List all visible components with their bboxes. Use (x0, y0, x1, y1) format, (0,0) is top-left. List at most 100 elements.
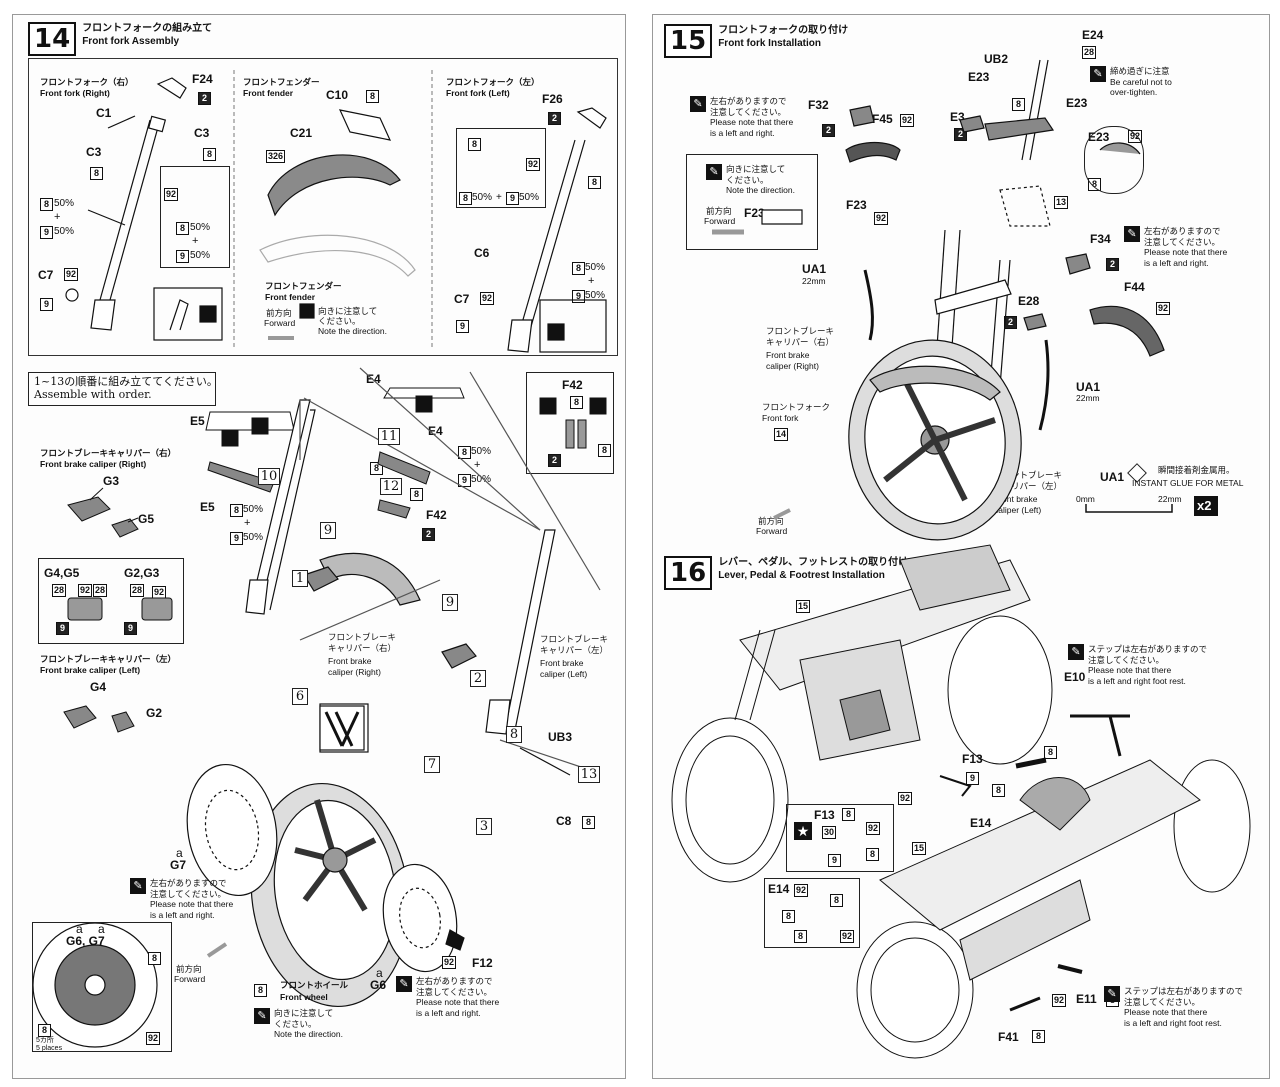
part-e23-a: E23 (968, 70, 990, 84)
part-g7: G7 (170, 858, 187, 872)
part-g5: G5 (138, 512, 155, 526)
forward-jp: 前方向 (176, 964, 202, 974)
brake-left-jp2: キャリパー（左） (994, 481, 1063, 491)
lr-note-en1: Please note that there (1144, 247, 1228, 257)
dir-en: Note the direction. (726, 185, 795, 195)
paint-28: 28 (1082, 46, 1097, 59)
brake-left-en1: Front brake (540, 658, 584, 668)
ref-15-b: 15 (912, 842, 927, 855)
part-f42: F42 (426, 508, 447, 522)
wheel-note-jp2: ください。 (274, 1018, 317, 1029)
caliper-paint-box (38, 558, 184, 644)
paint-8: 8 (598, 444, 611, 457)
part-f44: F44 (1124, 280, 1145, 294)
caliper-right-en: Front brake caliper (Right) (40, 459, 147, 469)
step-note-en2: is a left and right foot rest. (1124, 1017, 1222, 1028)
paint-8: 8 (459, 192, 472, 205)
step15-number: 15 (664, 24, 713, 58)
paint-8: 8 (1044, 746, 1057, 759)
paint-92: 92 (840, 930, 855, 943)
lr-note-en1: Please note that there (710, 117, 794, 127)
brake-right-jp1: フロントブレーキ (328, 632, 397, 642)
lr-note-2: ✎ 左右がありますので 注意してください。 Please note that t… (396, 976, 499, 1018)
order-12: 12 (380, 478, 402, 495)
order-9-b: 9 (442, 594, 458, 611)
order-9: 9 (320, 522, 336, 539)
part-c10: C10 (326, 88, 349, 102)
caliper-paint-drawing (67, 597, 173, 621)
paint-8: 8 (830, 894, 843, 907)
paint-2: 2 (422, 528, 435, 541)
paint-92: 92 (900, 114, 915, 127)
step14-title-en: Front fork Assembly (82, 36, 180, 47)
direction-note-en: Note the direction. (318, 326, 387, 336)
part-c1: C1 (96, 106, 112, 120)
e4-e5-drawing (205, 387, 465, 519)
fork-left-label-en: Front fork (Left) (446, 88, 510, 98)
fork-left-label-jp: フロントフォーク（左） (446, 77, 540, 87)
paint-8: 8 (588, 176, 601, 189)
paint-8: 8 (582, 816, 595, 829)
paint-8: 8 (230, 504, 243, 517)
part-ua1-b: UA1 (1076, 380, 1101, 394)
step15-drawing (712, 59, 1165, 541)
mix-pct: 50% (471, 474, 492, 485)
disc-a2: a (98, 922, 105, 936)
glue-en: INSTANT GLUE FOR METAL (1132, 478, 1244, 488)
part-f24: F24 (192, 72, 213, 86)
step14-number: 14 (28, 22, 77, 56)
mix-plus: + (496, 192, 502, 203)
part-f34: F34 (1090, 232, 1111, 246)
paint-9: 9 (506, 192, 519, 205)
brake-left-en2: caliper (Left) (540, 669, 588, 679)
lr-note-jp2: 注意してください。 (416, 986, 492, 997)
ua1-length-b: 22mm (1076, 393, 1100, 403)
order-8: 8 (506, 726, 522, 743)
forward-en: Forward (174, 974, 206, 984)
overtight-en2: over-tighten. (1110, 87, 1158, 97)
f13-detail-box (786, 804, 894, 872)
times-box (1194, 496, 1218, 516)
panel-dividers (233, 70, 433, 348)
forward-en: Forward (704, 216, 736, 226)
fork-en: Front fork (762, 413, 799, 423)
paint-8: 8 (148, 952, 161, 965)
part-e14-b: E14 (768, 882, 790, 896)
order-1: 1 (292, 570, 308, 587)
part-f42-b: F42 (562, 378, 583, 392)
part-e11: E11 (1076, 992, 1097, 1006)
forward-en: Forward (756, 526, 788, 536)
mix-plus: + (54, 211, 61, 223)
combo-g4-g5: G4,G5 (44, 566, 80, 580)
step-note-en1: Please note that there (1124, 1007, 1208, 1017)
places-jp: 5カ所 (36, 1037, 54, 1044)
paint-8: 8 (782, 910, 795, 923)
brake-left-jp1: フロントブレーキ (540, 634, 609, 644)
caliper-left-jp: フロントブレーキキャリパー（左） (40, 654, 177, 664)
part-f12: F12 (472, 956, 493, 970)
lr-note-jp1: 左右がありますので (150, 878, 227, 888)
mix-plus: + (192, 235, 199, 247)
lr-note-en2: is a left and right. (710, 127, 775, 138)
caution-icon: ✎ (1124, 226, 1140, 242)
step16-title-jp: レバー、ペダル、フットレストの取り付け (718, 557, 909, 568)
paint-326: 326 (266, 150, 286, 163)
step-note-en2: is a left and right foot rest. (1088, 675, 1186, 686)
mix-pct: 50% (471, 446, 492, 457)
brake-right-en1: Front brake (328, 656, 372, 666)
caliper-left-drawing (63, 705, 135, 733)
disc-detail-box (32, 922, 172, 1052)
part-f45: F45 (872, 112, 893, 126)
lr-note-jp1: 左右がありますので (416, 976, 493, 986)
step-note-en1: Please note that there (1088, 665, 1172, 675)
brake-right-en2: caliper (Right) (328, 667, 381, 677)
paint-9: 9 (40, 226, 53, 239)
mix-plus: + (588, 275, 595, 287)
fender-sub-en: Front fender (265, 292, 316, 302)
paint-8: 8 (410, 488, 423, 501)
mix-pct: 50% (243, 532, 264, 543)
paint-8: 8 (458, 446, 471, 459)
part-c8: C8 (556, 814, 572, 828)
forward-jp: 前方向 (706, 206, 732, 216)
fender-label-en: Front fender (243, 88, 294, 98)
